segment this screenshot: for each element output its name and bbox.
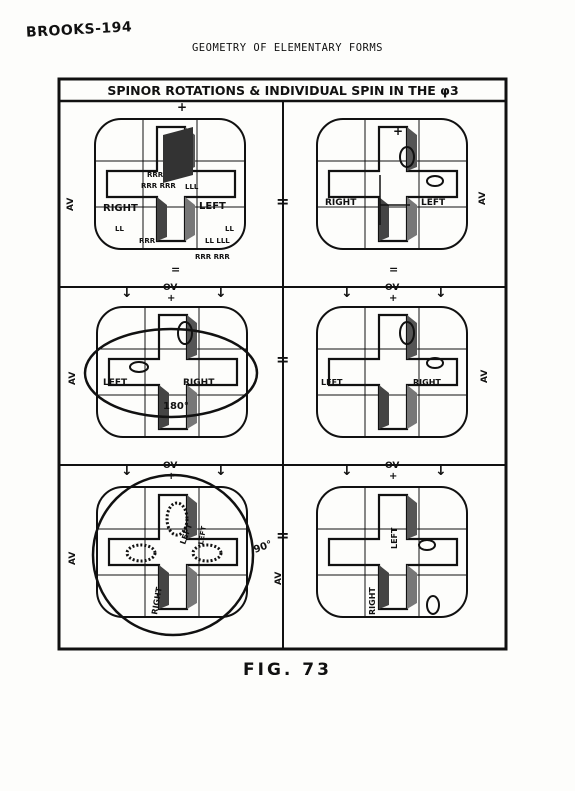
equals-sign-center: =	[276, 526, 289, 545]
equals-sign-center: =	[276, 192, 289, 211]
label-ll-2: LL	[225, 225, 234, 233]
equals-sign: =	[389, 263, 398, 276]
panel-top-right: RIGHT LEFT + AV =	[315, 117, 488, 276]
label-left: LEFT	[421, 198, 446, 208]
equals-sign: =	[171, 263, 180, 276]
av-label: AV	[274, 572, 284, 585]
svg-text:↓: ↓	[435, 285, 447, 301]
svg-text:OV: OV	[385, 283, 399, 293]
av-label: AV	[66, 198, 76, 211]
label-left-2: LEFT	[197, 525, 208, 545]
label-right: RIGHT	[368, 587, 377, 615]
svg-text:+: +	[389, 471, 397, 482]
label-lll: LLL	[185, 183, 199, 191]
svg-text:OV: OV	[163, 283, 177, 293]
label-left: LEFT	[321, 378, 343, 387]
figure-caption: FIG. 73	[243, 660, 332, 680]
angle-label: 90°	[252, 539, 274, 556]
svg-text:↓: ↓	[341, 463, 353, 479]
label-rrr: RRR	[147, 171, 164, 179]
plus-sign: +	[393, 124, 403, 138]
svg-text:↓: ↓	[435, 463, 447, 479]
label-ll: LL	[115, 225, 124, 233]
av-label: AV	[68, 372, 78, 385]
panel-top-left: RIGHT LEFT RRR RRR RRR LLL LL LL LLL LL …	[66, 100, 247, 276]
equals-sign-center: =	[276, 350, 289, 369]
av-label: AV	[480, 370, 490, 383]
label-ll-lll: LL LLL	[205, 237, 230, 245]
svg-text:↓: ↓	[121, 285, 133, 301]
plus-sign: +	[177, 100, 187, 114]
label-rrr-2: RRR	[139, 237, 156, 245]
panel-bottom-right: LEFT RIGHT AV	[274, 485, 469, 619]
page-id: BROOKS-194	[25, 19, 133, 41]
panel-bottom-left: LEFT LEFT RIGHT 90° AV	[68, 473, 274, 637]
label-rrr-rrr: RRR RRR	[141, 182, 176, 190]
transition-row-2: ↓ OV + ↓ ↓ OV + ↓	[121, 461, 447, 482]
svg-text:+: +	[167, 293, 175, 304]
svg-text:+: +	[389, 293, 397, 304]
svg-text:↓: ↓	[121, 463, 133, 479]
label-left: LEFT	[390, 527, 399, 549]
label-right: RIGHT	[325, 198, 357, 208]
panel-mid-right: LEFT RIGHT AV	[315, 305, 490, 439]
label-right: RIGHT	[103, 203, 138, 214]
av-label: AV	[478, 192, 488, 205]
figure-title: SPINOR ROTATIONS & INDIVIDUAL SPIN IN TH…	[107, 83, 458, 98]
label-left: LEFT	[199, 201, 226, 212]
av-label: AV	[68, 552, 78, 565]
page-title: GEOMETRY OF ELEMENTARY FORMS	[191, 42, 383, 54]
svg-text:↓: ↓	[215, 463, 227, 479]
svg-text:OV: OV	[163, 461, 177, 471]
transition-row-1: ↓ OV + ↓ ↓ OV + ↓	[121, 283, 447, 304]
svg-text:OV: OV	[385, 461, 399, 471]
spinor-rotation-figure: SPINOR ROTATIONS & INDIVIDUAL SPIN IN TH…	[57, 77, 508, 651]
svg-text:+: +	[167, 471, 175, 482]
label-left: LEFT	[103, 378, 128, 388]
angle-label: 180°	[163, 401, 189, 412]
svg-text:↓: ↓	[341, 285, 353, 301]
label-rrr-rrr-2: RRR RRR	[195, 253, 230, 261]
label-right: RIGHT	[183, 378, 215, 388]
panel-mid-left: LEFT RIGHT 180° AV	[68, 305, 259, 439]
svg-text:↓: ↓	[215, 285, 227, 301]
label-right: RIGHT	[413, 378, 441, 387]
